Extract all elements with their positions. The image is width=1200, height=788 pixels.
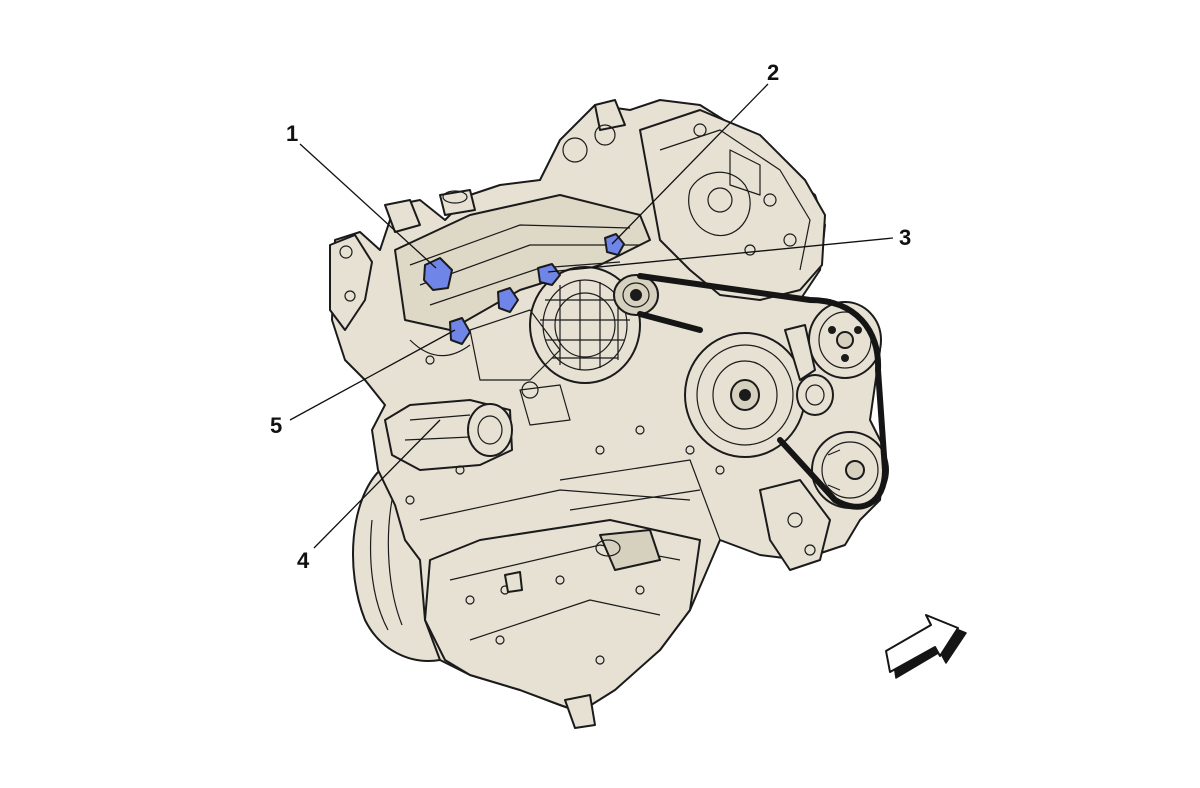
callout-2: 2 (767, 60, 779, 85)
hollow-arrow-icon (885, 614, 967, 679)
highlighted-part-4 (497, 287, 519, 313)
callout-5: 5 (270, 413, 282, 438)
oil-pan (424, 519, 701, 729)
accessory-belt (637, 273, 889, 510)
callout-1: 1 (286, 121, 298, 146)
water-pump-pulley (808, 301, 882, 379)
starter-motor (384, 399, 513, 471)
alternator (529, 266, 641, 384)
highlighted-part-3 (537, 263, 561, 286)
highlighted-part-2 (604, 233, 625, 256)
engine-assembly (329, 99, 889, 729)
crankshaft-pulley (684, 332, 806, 458)
callout-4: 4 (297, 548, 310, 573)
highlighted-sensors (423, 233, 625, 345)
callout-labels: 1 2 3 4 5 (270, 60, 911, 573)
callout-leaders (289, 83, 894, 549)
highlighted-part-5 (449, 317, 471, 345)
highlighted-part-1 (423, 257, 453, 291)
callout-3: 3 (899, 225, 911, 250)
